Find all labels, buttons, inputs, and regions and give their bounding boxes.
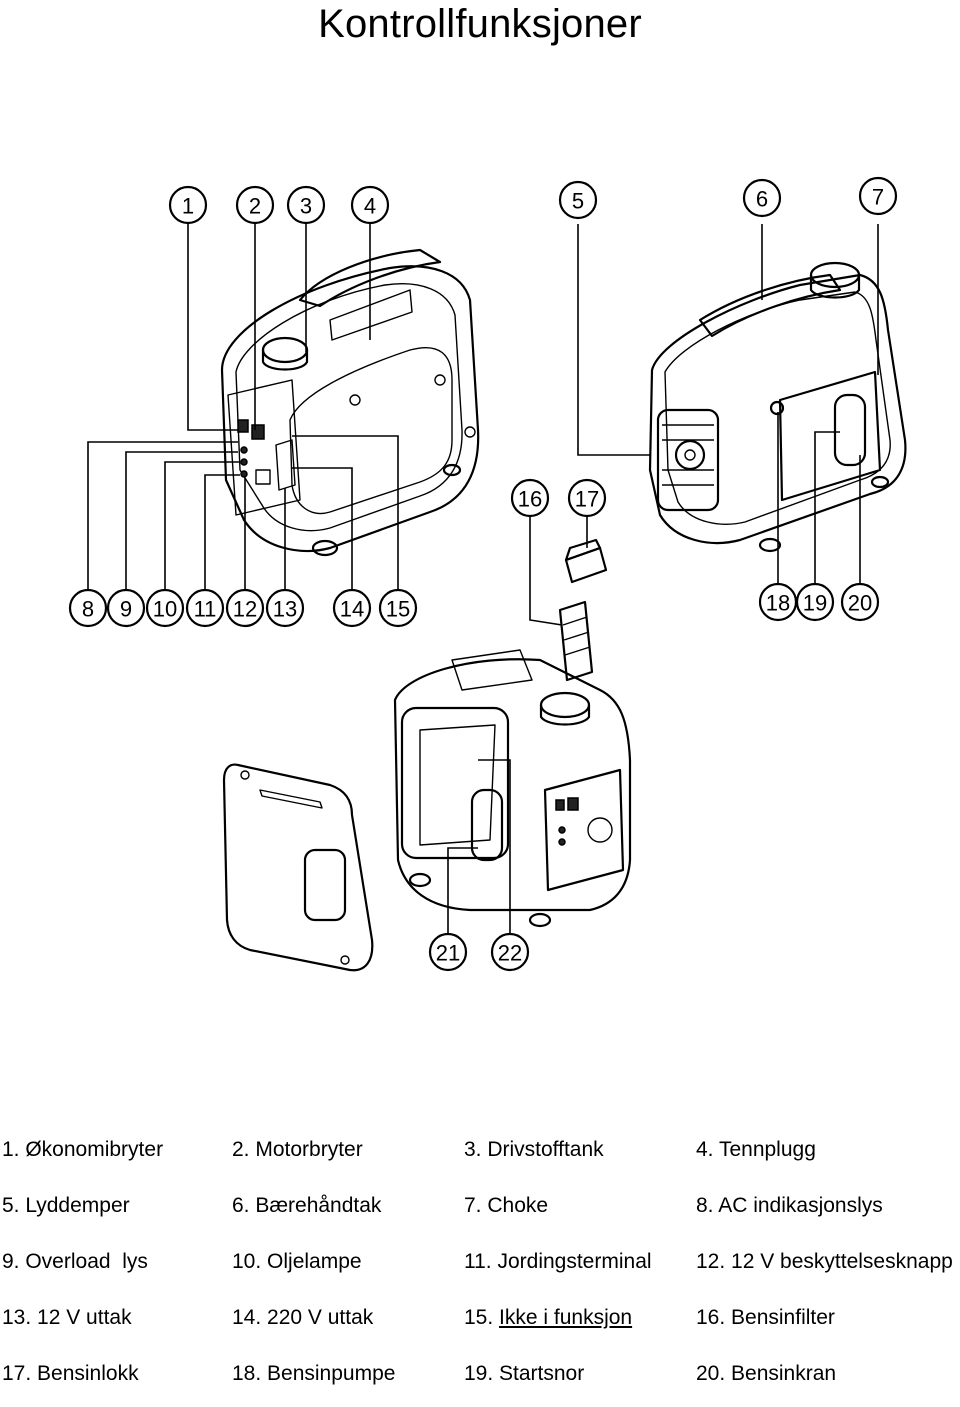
legend-row: 5. Lyddemper 6. Bærehåndtak 7. Choke 8. … — [0, 1183, 960, 1239]
svg-text:22: 22 — [498, 941, 522, 966]
generator-front-view — [220, 248, 480, 557]
fuel-cap-and-filter — [558, 538, 608, 682]
callout-8: 8 — [68, 588, 108, 628]
legend-item-15: 15. Ikke i funksjon — [464, 1306, 633, 1329]
svg-text:20: 20 — [848, 591, 872, 616]
page-title: Kontrollfunksjoner — [318, 2, 642, 46]
svg-text:8: 8 — [82, 597, 94, 622]
legend-item-3: 3. Drivstofftank — [464, 1138, 604, 1161]
legend-item-12: 12. 12 V beskyttelsesknapp — [696, 1250, 953, 1273]
generator-diagram: 1 2 3 4 5 6 7 8 9 10 11 12 13 14 15 16 1… — [68, 176, 907, 972]
legend-item-9: 9. Overload lys — [2, 1250, 148, 1273]
callout-14: 14 — [332, 588, 372, 628]
callout-2: 2 — [235, 185, 275, 225]
legend-item-4: 4. Tennplugg — [696, 1138, 816, 1161]
svg-text:15: 15 — [386, 597, 410, 622]
svg-text:10: 10 — [153, 597, 177, 622]
callout-1: 1 — [168, 185, 208, 225]
svg-text:13: 13 — [273, 597, 297, 622]
legend-item-1: 1. Økonomibryter — [2, 1138, 164, 1161]
legend-item-2: 2. Motorbryter — [232, 1138, 363, 1161]
svg-text:3: 3 — [300, 194, 312, 219]
svg-text:12: 12 — [233, 597, 257, 622]
callout-6: 6 — [742, 178, 782, 218]
legend-item-19: 19. Startsnor — [464, 1362, 585, 1385]
legend-item-17: 17. Bensinlokk — [2, 1362, 139, 1385]
parts-legend: 1. Økonomibryter 2. Motorbryter 3. Drivs… — [0, 1127, 960, 1407]
svg-text:17: 17 — [575, 487, 599, 512]
callout-5: 5 — [558, 180, 598, 220]
callout-7: 7 — [858, 176, 898, 216]
callout-15: 15 — [378, 588, 418, 628]
legend-item-10: 10. Oljelampe — [232, 1250, 362, 1273]
legend-row: 17. Bensinlokk 18. Bensinpumpe 19. Start… — [0, 1351, 960, 1407]
callout-21: 21 — [428, 932, 468, 972]
callout-13: 13 — [265, 588, 305, 628]
callout-3: 3 — [286, 185, 326, 225]
callout-4: 4 — [350, 185, 390, 225]
callout-20: 20 — [840, 582, 880, 622]
svg-text:11: 11 — [194, 597, 217, 622]
svg-text:19: 19 — [803, 591, 827, 616]
svg-text:4: 4 — [364, 194, 376, 219]
generator-open-view — [393, 649, 632, 928]
legend-item-11: 11. Jordingsterminal — [464, 1250, 652, 1273]
callout-9: 9 — [106, 588, 146, 628]
legend-item-8: 8. AC indikasjonslys — [696, 1194, 883, 1217]
legend-row: 13. 12 V uttak 14. 220 V uttak 15. Ikke … — [0, 1295, 960, 1351]
leader-lines — [87, 224, 879, 935]
svg-text:21: 21 — [436, 941, 460, 966]
legend-row: 1. Økonomibryter 2. Motorbryter 3. Drivs… — [0, 1127, 960, 1183]
svg-text:1: 1 — [182, 194, 194, 219]
legend-item-15-underlined: Ikke i funksjon — [499, 1306, 633, 1329]
generator-rear-view — [648, 261, 907, 553]
callout-19: 19 — [795, 582, 835, 622]
svg-text:5: 5 — [572, 189, 584, 214]
callout-11: 11 — [185, 588, 225, 628]
svg-text:2: 2 — [249, 194, 261, 219]
svg-text:6: 6 — [756, 187, 768, 212]
svg-text:16: 16 — [518, 487, 542, 512]
legend-item-7: 7. Choke — [464, 1194, 549, 1217]
callout-12: 12 — [225, 588, 265, 628]
legend-item-16: 16. Bensinfilter — [696, 1306, 835, 1329]
svg-text:7: 7 — [872, 185, 884, 210]
callout-17: 17 — [567, 478, 607, 518]
callout-22: 22 — [490, 932, 530, 972]
side-panel-cover — [222, 763, 374, 972]
svg-text:14: 14 — [340, 597, 364, 622]
legend-item-6: 6. Bærehåndtak — [232, 1194, 382, 1217]
legend-item-13: 13. 12 V uttak — [2, 1306, 132, 1329]
legend-row: 9. Overload lys 10. Oljelampe 11. Jordin… — [0, 1239, 960, 1295]
svg-text:9: 9 — [120, 597, 132, 622]
svg-text:18: 18 — [766, 591, 790, 616]
legend-item-14: 14. 220 V uttak — [232, 1306, 374, 1329]
callout-16: 16 — [510, 478, 550, 518]
callout-18: 18 — [758, 582, 798, 622]
legend-item-5: 5. Lyddemper — [2, 1194, 130, 1217]
callout-10: 10 — [145, 588, 185, 628]
legend-item-20: 20. Bensinkran — [696, 1362, 837, 1385]
legend-item-18: 18. Bensinpumpe — [232, 1362, 396, 1385]
